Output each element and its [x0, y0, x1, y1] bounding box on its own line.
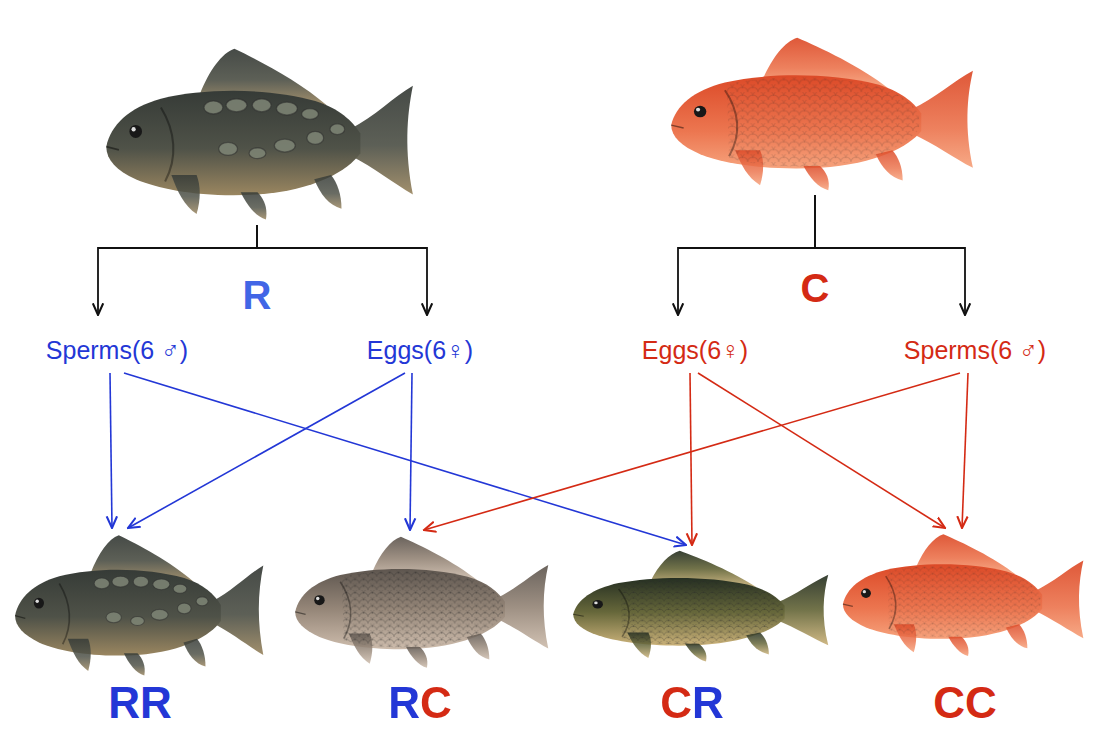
offspring-fish: CC: [838, 528, 1085, 660]
cross-arrow: [690, 373, 692, 545]
offspring-fish: CR: [568, 545, 830, 665]
gamete-text: Eggs(6♀): [642, 335, 748, 365]
gamete-label: Sperms(6 ♂): [898, 315, 1052, 373]
group-label: CR: [660, 681, 724, 725]
parent-fish: R: [100, 40, 415, 225]
cross-arrow: [110, 373, 112, 528]
gamete-label: Sperms(6 ♂): [40, 315, 194, 373]
cross-arrow: [128, 373, 405, 528]
group-label: C: [801, 268, 830, 308]
gamete-text: Eggs(6♀): [367, 335, 473, 365]
scale-texture: [887, 566, 1040, 637]
cross-arrow: [962, 373, 968, 528]
group-label: CC: [933, 681, 997, 725]
red-crucian-carp: [843, 534, 1083, 656]
hybrid-fish: [573, 551, 828, 662]
scale-texture: [342, 571, 503, 648]
branch-arrow: [815, 195, 965, 315]
parent-fish: C: [665, 30, 975, 195]
gamete-text: Sperms(6 ♂): [904, 335, 1046, 365]
cross-arrow: [410, 373, 412, 530]
group-label: RR: [108, 681, 172, 725]
scale-texture: [620, 579, 782, 644]
gamete-label: Eggs(6♀): [636, 315, 754, 373]
group-label: RC: [388, 681, 452, 725]
hybrid-fish: [295, 537, 548, 668]
offspring-fish: RR: [10, 528, 265, 680]
branch-arrow: [257, 225, 427, 315]
gamete-text: Sperms(6 ♂): [46, 335, 188, 365]
branch-arrow: [98, 225, 257, 315]
group-label: R: [243, 275, 272, 315]
branch-arrow: [678, 195, 815, 315]
red-crucian-carp: [671, 38, 973, 190]
mirror-carp: [106, 49, 413, 220]
mirror-scales: [204, 99, 345, 159]
cross-arrow: [124, 373, 686, 545]
mirror-scales: [94, 576, 208, 625]
gamete-label: Eggs(6♀): [361, 315, 479, 373]
offspring-fish: RC: [290, 530, 550, 672]
scale-texture: [727, 77, 919, 166]
mirror-carp: [15, 535, 263, 675]
cross-arrow: [698, 373, 945, 528]
